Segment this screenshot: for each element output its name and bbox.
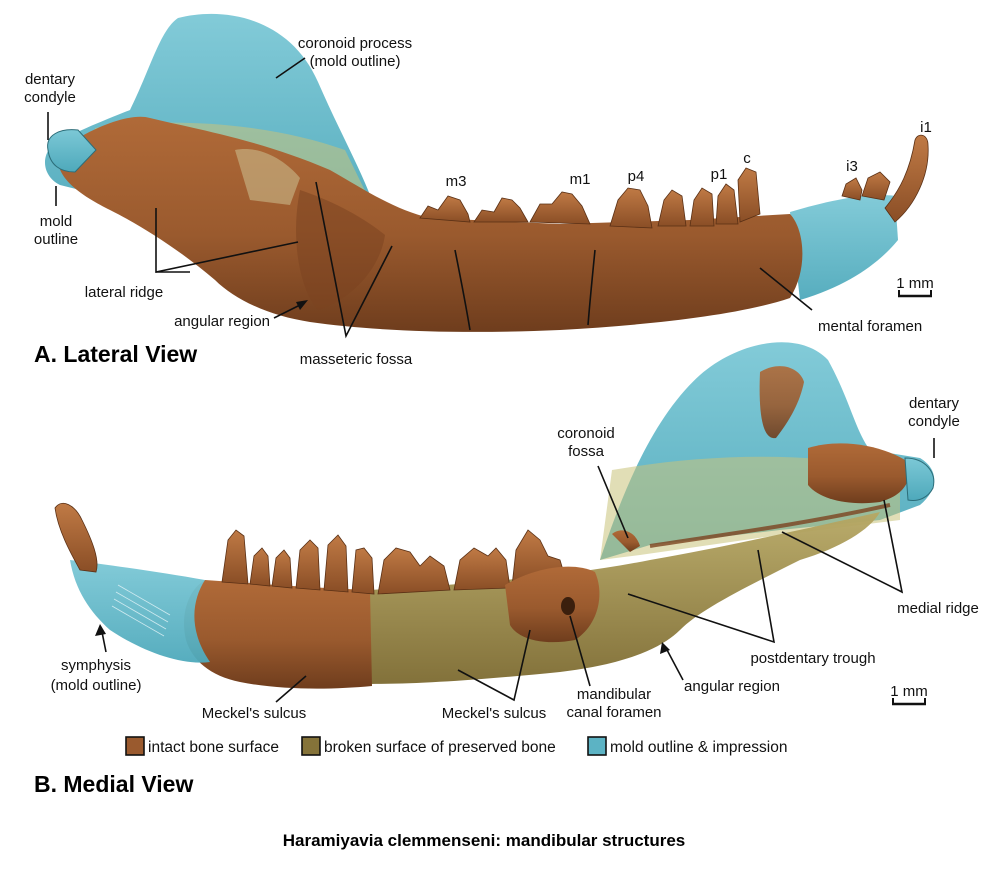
label-dentary-condyle-medial-1: dentary [909, 395, 960, 412]
label-postdentary-trough: postdentary trough [750, 650, 875, 667]
legend: intact bone surface broken surface of pr… [125, 736, 787, 756]
medial-coronoid-fossa-fragment [612, 530, 640, 552]
lateral-condyle [47, 129, 97, 173]
label-coronoid-fossa-1: coronoid [557, 425, 615, 442]
label-angular-region-medial: angular region [684, 678, 780, 695]
medial-dentary-body [184, 580, 372, 689]
lateral-teeth [419, 134, 929, 229]
lateral-broken-patch [235, 149, 300, 205]
label-lateral-ridge: lateral ridge [85, 284, 163, 301]
title-medial-view: B. Medial View [34, 771, 193, 797]
lateral-view: coronoid process (mold outline) dentary … [24, 13, 934, 368]
medial-canal-foramen-boss [505, 566, 600, 643]
label-angular-region-lateral: angular region [174, 313, 270, 330]
label-scale-lateral: 1 mm [896, 275, 934, 292]
medial-coronoid-bone-fragment [759, 366, 804, 439]
medial-teeth [221, 529, 567, 595]
label-tooth-m1: m1 [570, 171, 591, 188]
lateral-leader-lines [47, 57, 813, 339]
lateral-masseteric-fossa-shape [296, 190, 385, 310]
label-symphysis-1: symphysis [61, 657, 131, 674]
medial-condyle-bone [808, 443, 909, 504]
label-tooth-p4: p4 [628, 168, 645, 185]
lateral-scale-bar [898, 290, 932, 298]
label-tooth-i3: i3 [846, 158, 858, 175]
label-dentary-condyle-lateral-2: condyle [24, 89, 76, 106]
legend-swatch-broken [301, 736, 321, 756]
label-tooth-m3: m3 [446, 173, 467, 190]
legend-swatch-mold [587, 736, 607, 756]
label-symphysis-2: (mold outline) [51, 677, 142, 694]
medial-incisor [54, 503, 98, 573]
medial-condyle-cap [904, 457, 935, 501]
title-lateral-view: A. Lateral View [34, 341, 197, 367]
angular-region-arrowhead-lateral [296, 300, 308, 310]
label-meckels-sulcus-right: Meckel's sulcus [442, 705, 547, 722]
label-masseteric-fossa: masseteric fossa [300, 351, 413, 368]
label-scale-medial: 1 mm [890, 683, 928, 700]
medial-view: coronoid fossa dentary condyle medial ri… [51, 342, 979, 722]
label-tooth-i1: i1 [920, 119, 932, 136]
label-canal-foramen-1: mandibular [577, 686, 651, 703]
label-mold-outline-2: outline [34, 231, 78, 248]
legend-label-mold: mold outline & impression [610, 739, 787, 756]
medial-leader-lines [101, 438, 935, 703]
medial-symphysis-mold [70, 560, 210, 663]
medial-ridge-shape [649, 503, 891, 548]
medial-broken-surface [370, 512, 880, 684]
label-medial-ridge: medial ridge [897, 600, 979, 617]
legend-swatch-intact [125, 736, 145, 756]
label-coronoid-process: coronoid process [298, 35, 412, 52]
label-canal-foramen-2: canal foramen [566, 704, 661, 721]
legend-label-intact: intact bone surface [148, 739, 279, 756]
label-tooth-c: c [743, 150, 751, 167]
legend-label-broken: broken surface of preserved bone [324, 739, 556, 756]
symphysis-striations [111, 584, 171, 637]
angular-region-arrowhead-medial [660, 642, 670, 654]
label-coronoid-fossa-2: fossa [568, 443, 605, 460]
label-mental-foramen: mental foramen [818, 318, 922, 335]
label-mold-outline-1: mold [40, 213, 73, 230]
label-meckels-sulcus-left: Meckel's sulcus [202, 705, 307, 722]
symphysis-arrowhead [95, 624, 106, 636]
lateral-anterior-mold [790, 194, 898, 300]
medial-scale-bar [892, 698, 926, 706]
label-dentary-condyle-lateral-1: dentary [25, 71, 76, 88]
label-tooth-p1: p1 [711, 166, 728, 183]
label-coronoid-mold-outline: (mold outline) [310, 53, 401, 70]
label-dentary-condyle-medial-2: condyle [908, 413, 960, 430]
mandibular-canal-foramen-hole [561, 597, 575, 615]
figure-caption: Haramiyavia clemmenseni: mandibular stru… [283, 831, 686, 850]
